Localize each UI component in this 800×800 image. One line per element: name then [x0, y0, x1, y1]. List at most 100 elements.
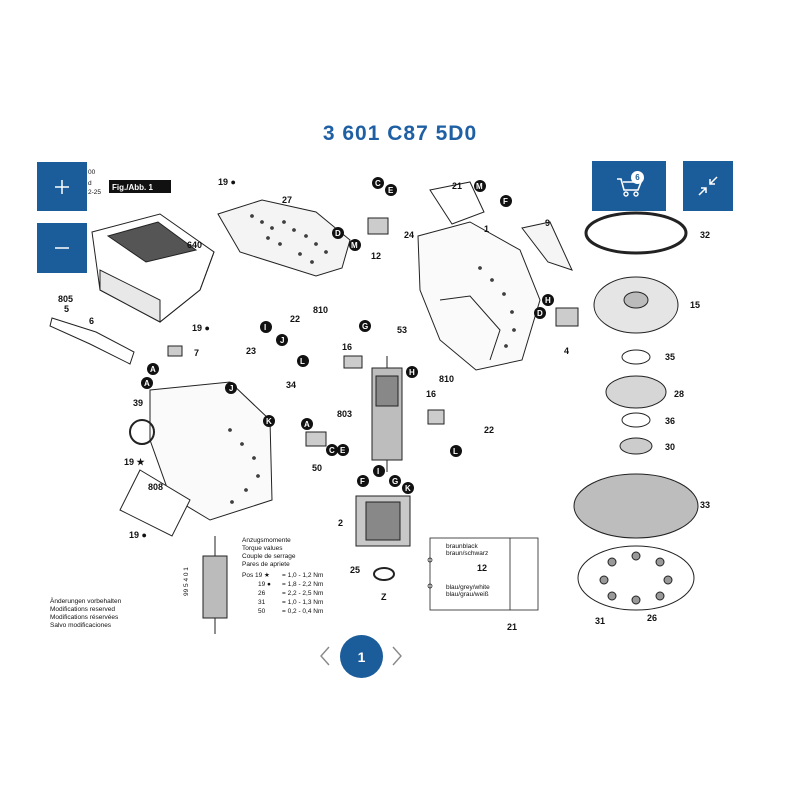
part-number: 22 [290, 314, 300, 324]
svg-text:M: M [351, 241, 358, 250]
zoom-in-button[interactable] [37, 162, 87, 211]
minus-icon [55, 247, 69, 249]
marker: J [225, 382, 237, 394]
marker: H [406, 366, 418, 378]
svg-text:E: E [340, 446, 346, 455]
circuit-label: braun/schwarz [446, 550, 488, 557]
marker: J [276, 334, 288, 346]
part-number: 22 [484, 425, 494, 435]
torque-value: = 1,0 - 1,2 Nm [282, 572, 323, 579]
corner-line: 2-25 [88, 189, 101, 196]
part-number: 39 [133, 398, 143, 408]
corner-line: 00 [88, 169, 96, 176]
part-number: 808 [148, 482, 163, 492]
marker: H [542, 294, 554, 306]
svg-text:K: K [405, 484, 411, 493]
torque-pos: Pos 19 ★ [242, 571, 270, 579]
marker: D [534, 307, 546, 319]
marker: I [373, 465, 385, 477]
svg-text:G: G [392, 477, 398, 486]
part-number: 5 [64, 304, 69, 314]
top-cover-27 [217, 199, 351, 277]
svg-text:J: J [280, 336, 284, 345]
note-line: Modifications réservées [50, 614, 119, 621]
marker: K [402, 482, 414, 494]
main-housing-1 [417, 181, 541, 371]
armature-detail [202, 536, 228, 634]
svg-text:J: J [229, 384, 233, 393]
power-cord-6 [49, 317, 135, 365]
next-page-button[interactable] [390, 645, 404, 667]
torque-value: = 1,0 - 1,3 Nm [282, 599, 323, 606]
part-number: 2 [338, 518, 343, 528]
dust-box-640 [91, 213, 215, 323]
torque-table: Anzugsmomente Torque values Couple de se… [242, 537, 323, 615]
small-parts [129, 217, 579, 581]
zoom-out-button[interactable] [37, 223, 87, 273]
part-number: 6 [89, 316, 94, 326]
marker: M [349, 239, 361, 251]
right-parts-stack [573, 211, 699, 611]
marker: L [297, 355, 309, 367]
svg-text:E: E [388, 186, 394, 195]
svg-text:C: C [329, 446, 335, 455]
marker: L [450, 445, 462, 457]
part-number: 16 [426, 389, 436, 399]
part-number: 9 [545, 218, 550, 228]
corner-line: d [88, 180, 92, 187]
note-line: Modifications reserved [50, 606, 115, 613]
part-number: 21 [507, 622, 517, 632]
marker: F [357, 475, 369, 487]
svg-text:F: F [503, 197, 508, 206]
side-code: 99 5 4 0 1 [183, 567, 190, 596]
svg-text:I: I [377, 467, 379, 476]
fig-label: Fig./Abb. 1 [112, 183, 153, 192]
part-number-title: 3 601 C87 5D0 [322, 122, 478, 145]
circuit-label: blau/grey/white [446, 584, 490, 591]
plus-icon [55, 179, 69, 194]
svg-text:C: C [375, 179, 381, 188]
marker: I [260, 321, 272, 333]
marker: M [474, 180, 486, 192]
part-number: 36 [665, 416, 675, 426]
filter-9 [521, 221, 573, 271]
svg-text:I: I [264, 323, 266, 332]
modification-notes: Änderungen vorbehalten Modifications res… [50, 597, 122, 629]
field-coil-2 [355, 495, 411, 547]
part-number: 810 [439, 374, 454, 384]
collapse-button[interactable] [683, 161, 733, 211]
part-number: 803 [337, 409, 352, 419]
part-number: 19 ● [218, 177, 236, 187]
wiring-diagram [427, 537, 539, 611]
corner-header: 00 d 2-25 Fig./Abb. 1 [88, 169, 171, 196]
part-number: 26 [647, 613, 657, 623]
cart-button[interactable]: 6 [592, 161, 666, 211]
svg-text:L: L [300, 357, 305, 366]
part-number: 50 [312, 463, 322, 473]
part-number: Z [381, 592, 387, 602]
torque-pos: 31 [258, 599, 266, 606]
svg-text:F: F [360, 477, 365, 486]
marker: A [301, 418, 313, 430]
marker: G [389, 475, 401, 487]
circuit-label: braunblack [446, 543, 479, 550]
part-number: 31 [595, 616, 605, 626]
part-number: 25 [350, 565, 360, 575]
marker: K [263, 415, 275, 427]
torque-title: Pares de apriete [242, 561, 290, 568]
torque-value: = 1,8 - 2,2 Nm [282, 581, 323, 588]
torque-pos: 19 ● [258, 581, 271, 588]
part-number: 30 [665, 442, 675, 452]
part-number: 810 [313, 305, 328, 315]
torque-value: = 2,2 - 2,5 Nm [282, 590, 323, 597]
current-page-indicator[interactable]: 1 [340, 635, 383, 678]
svg-text:A: A [150, 365, 156, 374]
chevron-right-icon [392, 646, 402, 666]
previous-page-button[interactable] [318, 645, 332, 667]
svg-text:A: A [304, 420, 310, 429]
marker: A [147, 363, 159, 375]
torque-value: = 0,2 - 0,4 Nm [282, 608, 323, 615]
svg-text:H: H [545, 296, 551, 305]
marker: C [326, 444, 338, 456]
armature-803 [371, 356, 403, 472]
